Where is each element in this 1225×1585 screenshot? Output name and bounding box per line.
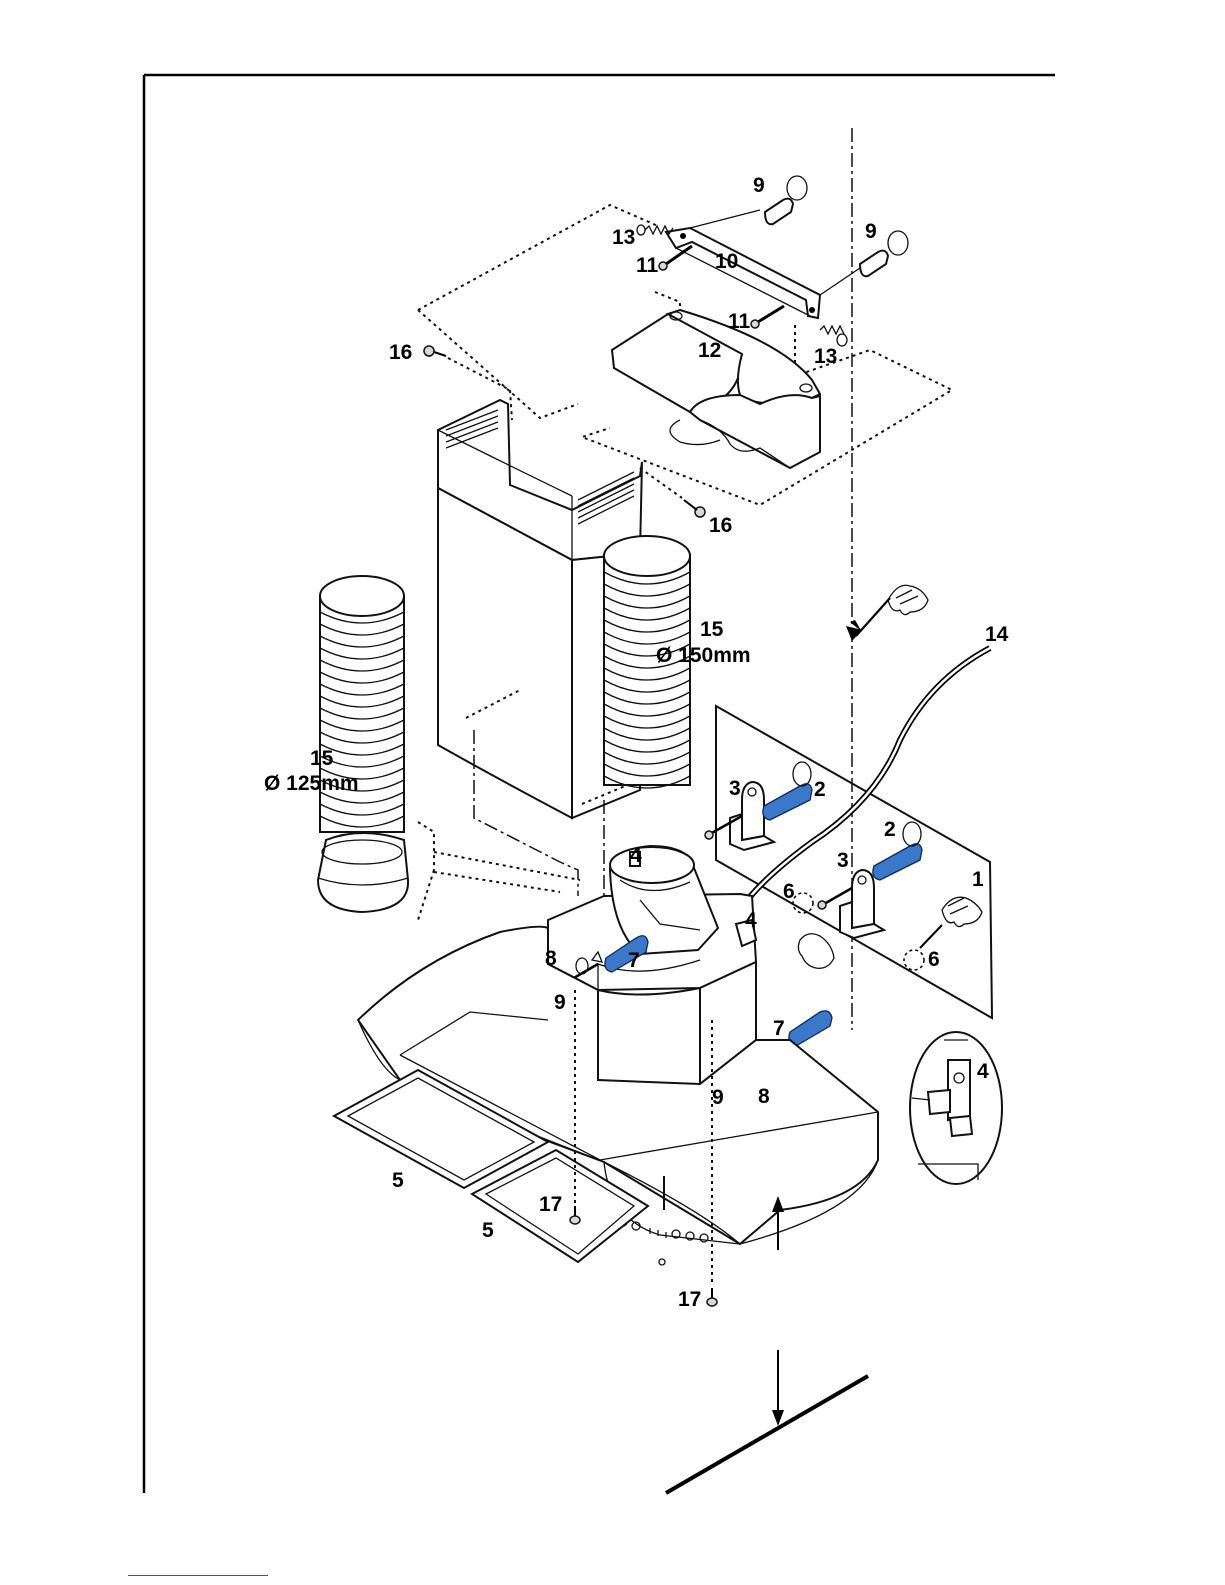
hanging-bracket-lower bbox=[818, 870, 884, 938]
label-screw-chimney-top: 16 bbox=[389, 341, 412, 364]
label-plug-right: 7 bbox=[773, 1017, 785, 1040]
label-screw-top-right: 11 bbox=[728, 310, 751, 333]
label-washer-right: 8 bbox=[758, 1085, 770, 1108]
label-bracket-upper: 3 bbox=[729, 777, 741, 800]
drill-hand-icon bbox=[920, 897, 982, 948]
screw-chimney-mid bbox=[640, 468, 705, 517]
screw-top-left bbox=[659, 246, 692, 270]
duct-adapter bbox=[612, 310, 820, 468]
label-hook-left: 4 bbox=[630, 844, 642, 867]
outlet-spigot bbox=[610, 846, 718, 954]
label-filter-right: 5 bbox=[482, 1219, 494, 1242]
label-wall-plug-upper: 2 bbox=[814, 778, 826, 801]
label-wall: 1 bbox=[972, 868, 984, 891]
wall-bracket-top bbox=[666, 210, 860, 318]
drill-hand-icon bbox=[888, 585, 928, 614]
wall-plug-top-left bbox=[765, 176, 807, 224]
label-wall-plug-lower: 2 bbox=[884, 818, 896, 841]
hose-small bbox=[318, 576, 408, 912]
label-duct-adapter: 12 bbox=[698, 339, 721, 362]
spring-right bbox=[820, 326, 847, 346]
label-hose-small-size: Ø 125mm bbox=[264, 772, 359, 795]
label-screw-left: 9 bbox=[554, 991, 566, 1014]
label-marker-upper: 6 bbox=[783, 880, 795, 903]
label-hose-large-size: Ø 150mm bbox=[656, 644, 751, 667]
label-hook-right: 4 bbox=[745, 909, 757, 932]
label-plug-left: 7 bbox=[628, 949, 640, 972]
control-panel bbox=[619, 1218, 708, 1265]
label-filter-left: 5 bbox=[392, 1169, 404, 1192]
label-spring-right: 13 bbox=[814, 345, 837, 368]
label-screw-chimney-mid: 16 bbox=[709, 514, 732, 537]
label-hose-large: 15 bbox=[700, 618, 724, 641]
label-cable: 14 bbox=[985, 623, 1009, 646]
label-screw-right: 9 bbox=[712, 1086, 724, 1109]
wall-plug-lower bbox=[873, 822, 922, 880]
label-spring-left: 13 bbox=[612, 226, 635, 249]
footer-rule bbox=[128, 1575, 268, 1576]
label-bracket-lower: 3 bbox=[837, 849, 849, 872]
hook-detail-inset bbox=[910, 1032, 1002, 1184]
wall-plug-housing-right bbox=[789, 1011, 832, 1046]
drill-marker-lower bbox=[904, 950, 924, 970]
label-screw-bottom-left: 17 bbox=[539, 1193, 562, 1216]
label-plug-top-right: 9 bbox=[865, 220, 877, 243]
label-washer-left: 8 bbox=[545, 947, 557, 970]
label-screw-top-left: 11 bbox=[636, 254, 659, 277]
screw-top-right bbox=[751, 306, 784, 328]
wall-panel bbox=[716, 706, 992, 1018]
label-screw-bottom-right: 17 bbox=[678, 1288, 701, 1311]
label-plug-top-left: 9 bbox=[753, 174, 765, 197]
label-bracket-top: 10 bbox=[715, 250, 738, 273]
label-hook-detail: 4 bbox=[977, 1060, 989, 1083]
label-marker-lower: 6 bbox=[928, 948, 940, 971]
wall-plug-upper bbox=[763, 762, 812, 820]
label-hose-small: 15 bbox=[310, 747, 334, 770]
height-indicator-arrows bbox=[666, 1196, 868, 1493]
marking-hand-icon bbox=[798, 934, 834, 969]
